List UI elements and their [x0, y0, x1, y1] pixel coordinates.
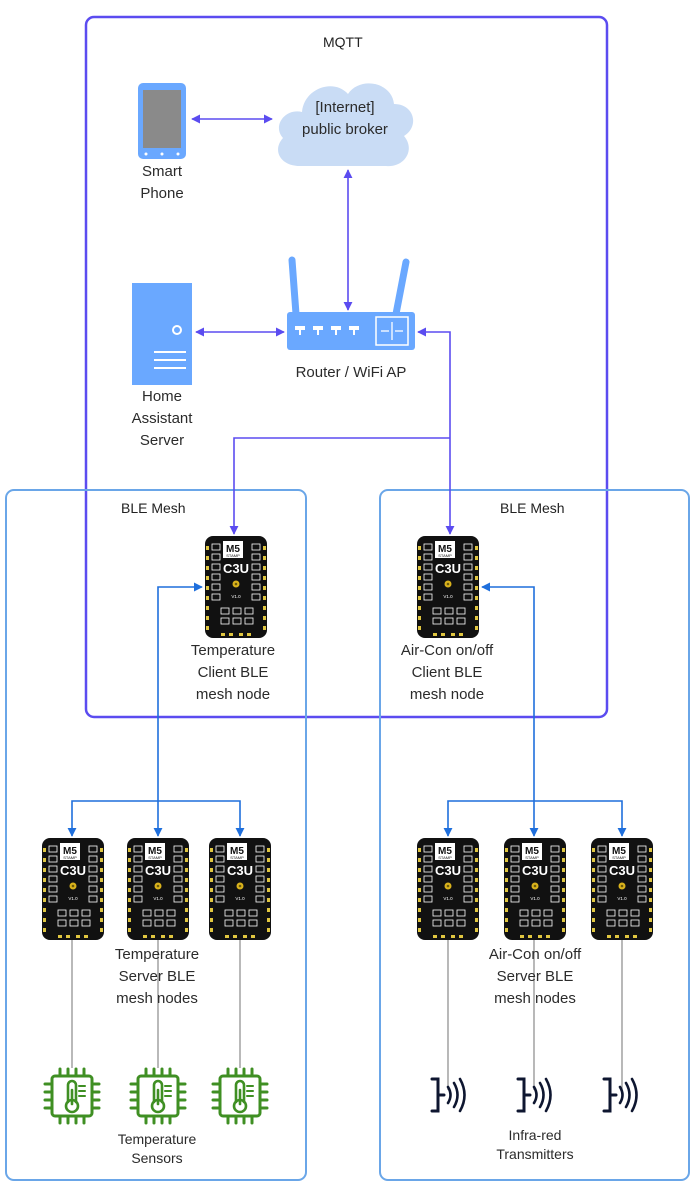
mqtt-region-title: MQTT — [323, 34, 363, 50]
ble-right-region-title: BLE Mesh — [500, 500, 565, 516]
temperature-client-label: Temperature Client BLE mesh node — [190, 642, 276, 703]
temperature-client-board — [204, 535, 268, 639]
server-label: Home Assistant Server — [131, 388, 193, 449]
ble-mesh-left-region — [5, 489, 307, 1181]
temperature-server-board — [41, 837, 105, 941]
peripheral-wires — [71, 940, 623, 1090]
ble-left-region-title: BLE Mesh — [121, 500, 186, 516]
temperature-sensor-chip-icon — [129, 1067, 187, 1125]
mqtt-links — [191, 114, 455, 535]
server-icon — [132, 283, 192, 385]
router-icon — [287, 256, 415, 350]
cloud-label: [Internet] public broker — [302, 99, 388, 138]
infrared-transmitter-icon — [602, 1077, 638, 1113]
temperature-server-board — [208, 837, 272, 941]
smartphone-label: Smart Phone — [140, 163, 184, 202]
aircon-client-label: Air-Con on/off Client BLE mesh node — [400, 642, 494, 703]
aircon-client-board — [416, 535, 480, 639]
router-label: Router / WiFi AP — [295, 364, 407, 381]
smartphone-icon — [138, 83, 186, 159]
ble-mesh-right-region — [379, 489, 690, 1181]
temperature-server-board — [126, 837, 190, 941]
temperature-servers-label: Temperature Server BLE mesh nodes — [114, 946, 200, 1007]
infrared-transmitters-label: Infra-red Transmitters — [496, 1127, 574, 1162]
temperature-sensor-chip-icon — [211, 1067, 269, 1125]
temperature-sensors-label: Temperature Sensors — [117, 1131, 197, 1166]
aircon-server-board — [416, 837, 480, 941]
temperature-sensor-chip-icon — [43, 1067, 101, 1125]
ble-links-right — [443, 582, 627, 837]
aircon-server-board — [590, 837, 654, 941]
ble-links-left — [67, 582, 245, 837]
aircon-servers-label: Air-Con on/off Server BLE mesh nodes — [488, 946, 582, 1007]
mqtt-region — [84, 15, 609, 719]
aircon-server-board — [503, 837, 567, 941]
cloud-icon — [278, 83, 414, 167]
